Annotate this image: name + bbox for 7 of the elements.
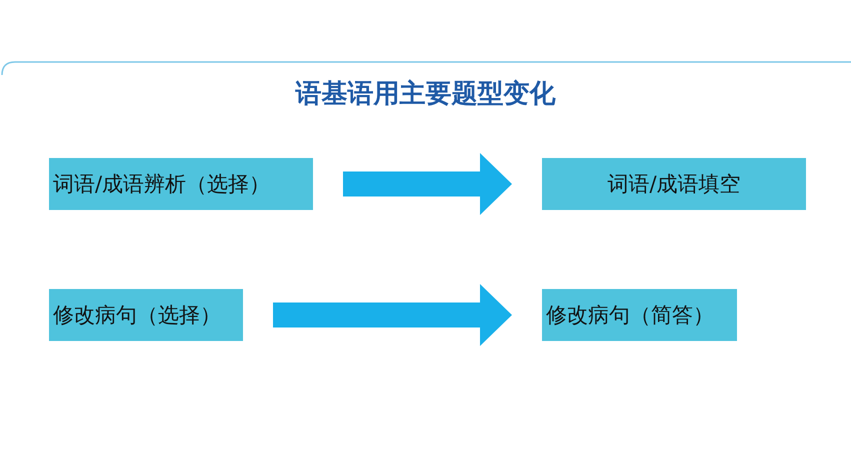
block-arrow (343, 153, 512, 215)
text-box: 修改病句（简答） (542, 289, 737, 341)
text-box: 词语/成语辨析（选择） (49, 158, 313, 210)
title: 语基语用主要题型变化 (294, 78, 556, 111)
text-box: 修改病句（选择） (49, 289, 243, 341)
text-box: 词语/成语填空 (542, 158, 806, 210)
block-arrow (273, 284, 512, 346)
